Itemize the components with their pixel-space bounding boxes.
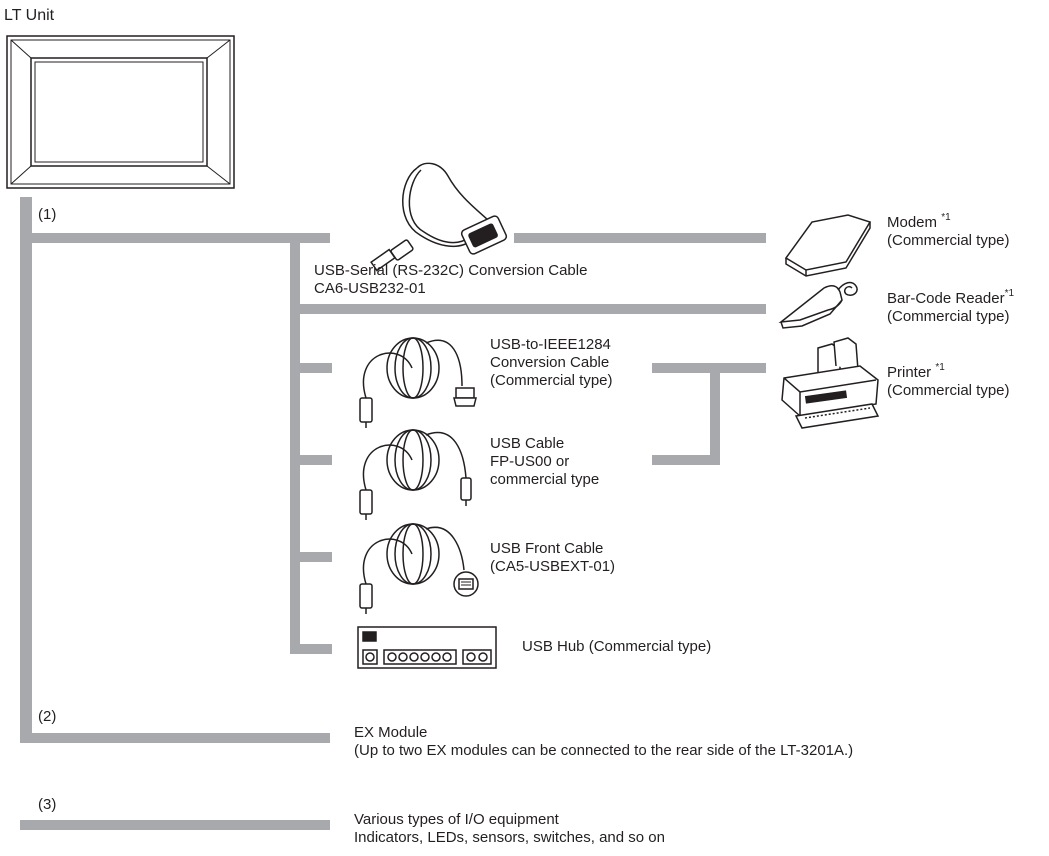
lt-unit-monitor-icon [6,35,235,189]
usb-hub-icon [357,626,497,669]
branch-3-line [20,820,330,830]
ex-module-line1: EX Module [354,724,428,741]
modem-type: (Commercial type) [887,232,1010,249]
printer-line [652,363,766,373]
ieee-branch-line [290,363,332,373]
printer-icon [781,337,880,429]
barcode-line [290,304,766,314]
usb-serial-cable-icon [370,162,508,272]
lt-unit-label: LT Unit [4,7,55,24]
usb-cable-line2: FP-US00 or [490,453,570,470]
usb-trunk-line [290,233,300,654]
usb-serial-cable-name: USB-Serial (RS-232C) Conversion Cable [314,262,588,279]
branch-2-line [20,733,330,743]
modem-name: Modem *1 [887,212,951,232]
main-trunk-line [20,197,32,742]
port-1-label: (1) [38,206,57,223]
usb-ieee1284-cable-line1: USB-to-IEEE1284 [490,336,611,353]
hub-branch-line [290,644,332,654]
usbcable-to-printer-line [652,455,720,465]
usb-cable-line3: commercial type [490,471,600,488]
printer-join-line [710,373,720,465]
ex-module-line2: (Up to two EX modules can be connected t… [354,742,854,759]
printer-name: Printer *1 [887,362,945,382]
usb-front-cable-line2: (CA5-USBEXT-01) [490,558,616,575]
usb-front-cable-line1: USB Front Cable [490,540,604,557]
barcode-reader-name: Bar-Code Reader*1 [887,288,1015,308]
port-3-label: (3) [38,796,57,813]
usb-hub-label: USB Hub (Commercial type) [522,638,712,655]
usb-ieee1284-cable-line3: (Commercial type) [490,372,613,389]
printer-type: (Commercial type) [887,382,1010,399]
usb-front-cable-icon [359,523,479,614]
modem-icon [784,214,872,277]
usb-serial-cable-model: CA6-USB232-01 [314,280,426,297]
barcode-reader-icon [778,281,858,329]
io-equipment-line1: Various types of I/O equipment [354,811,559,828]
usb-ieee1284-cable-line2: Conversion Cable [490,354,610,371]
port-2-label: (2) [38,708,57,725]
barcode-reader-type: (Commercial type) [887,308,1010,325]
serial-to-modem-line [514,233,766,243]
usbcable-branch-line [290,455,332,465]
frontcable-branch-line [290,552,332,562]
modem-footnote: *1 [941,212,951,223]
barcode-reader-footnote: *1 [1004,288,1015,299]
usb-cable-icon [359,429,472,520]
io-equipment-line2: Indicators, LEDs, sensors, switches, and… [354,829,665,846]
usb-ieee1284-cable-icon [359,337,477,428]
usb-cable-line1: USB Cable [490,435,565,452]
bus-lines [20,197,766,830]
branch-1-line [20,233,330,243]
printer-footnote: *1 [935,362,945,373]
